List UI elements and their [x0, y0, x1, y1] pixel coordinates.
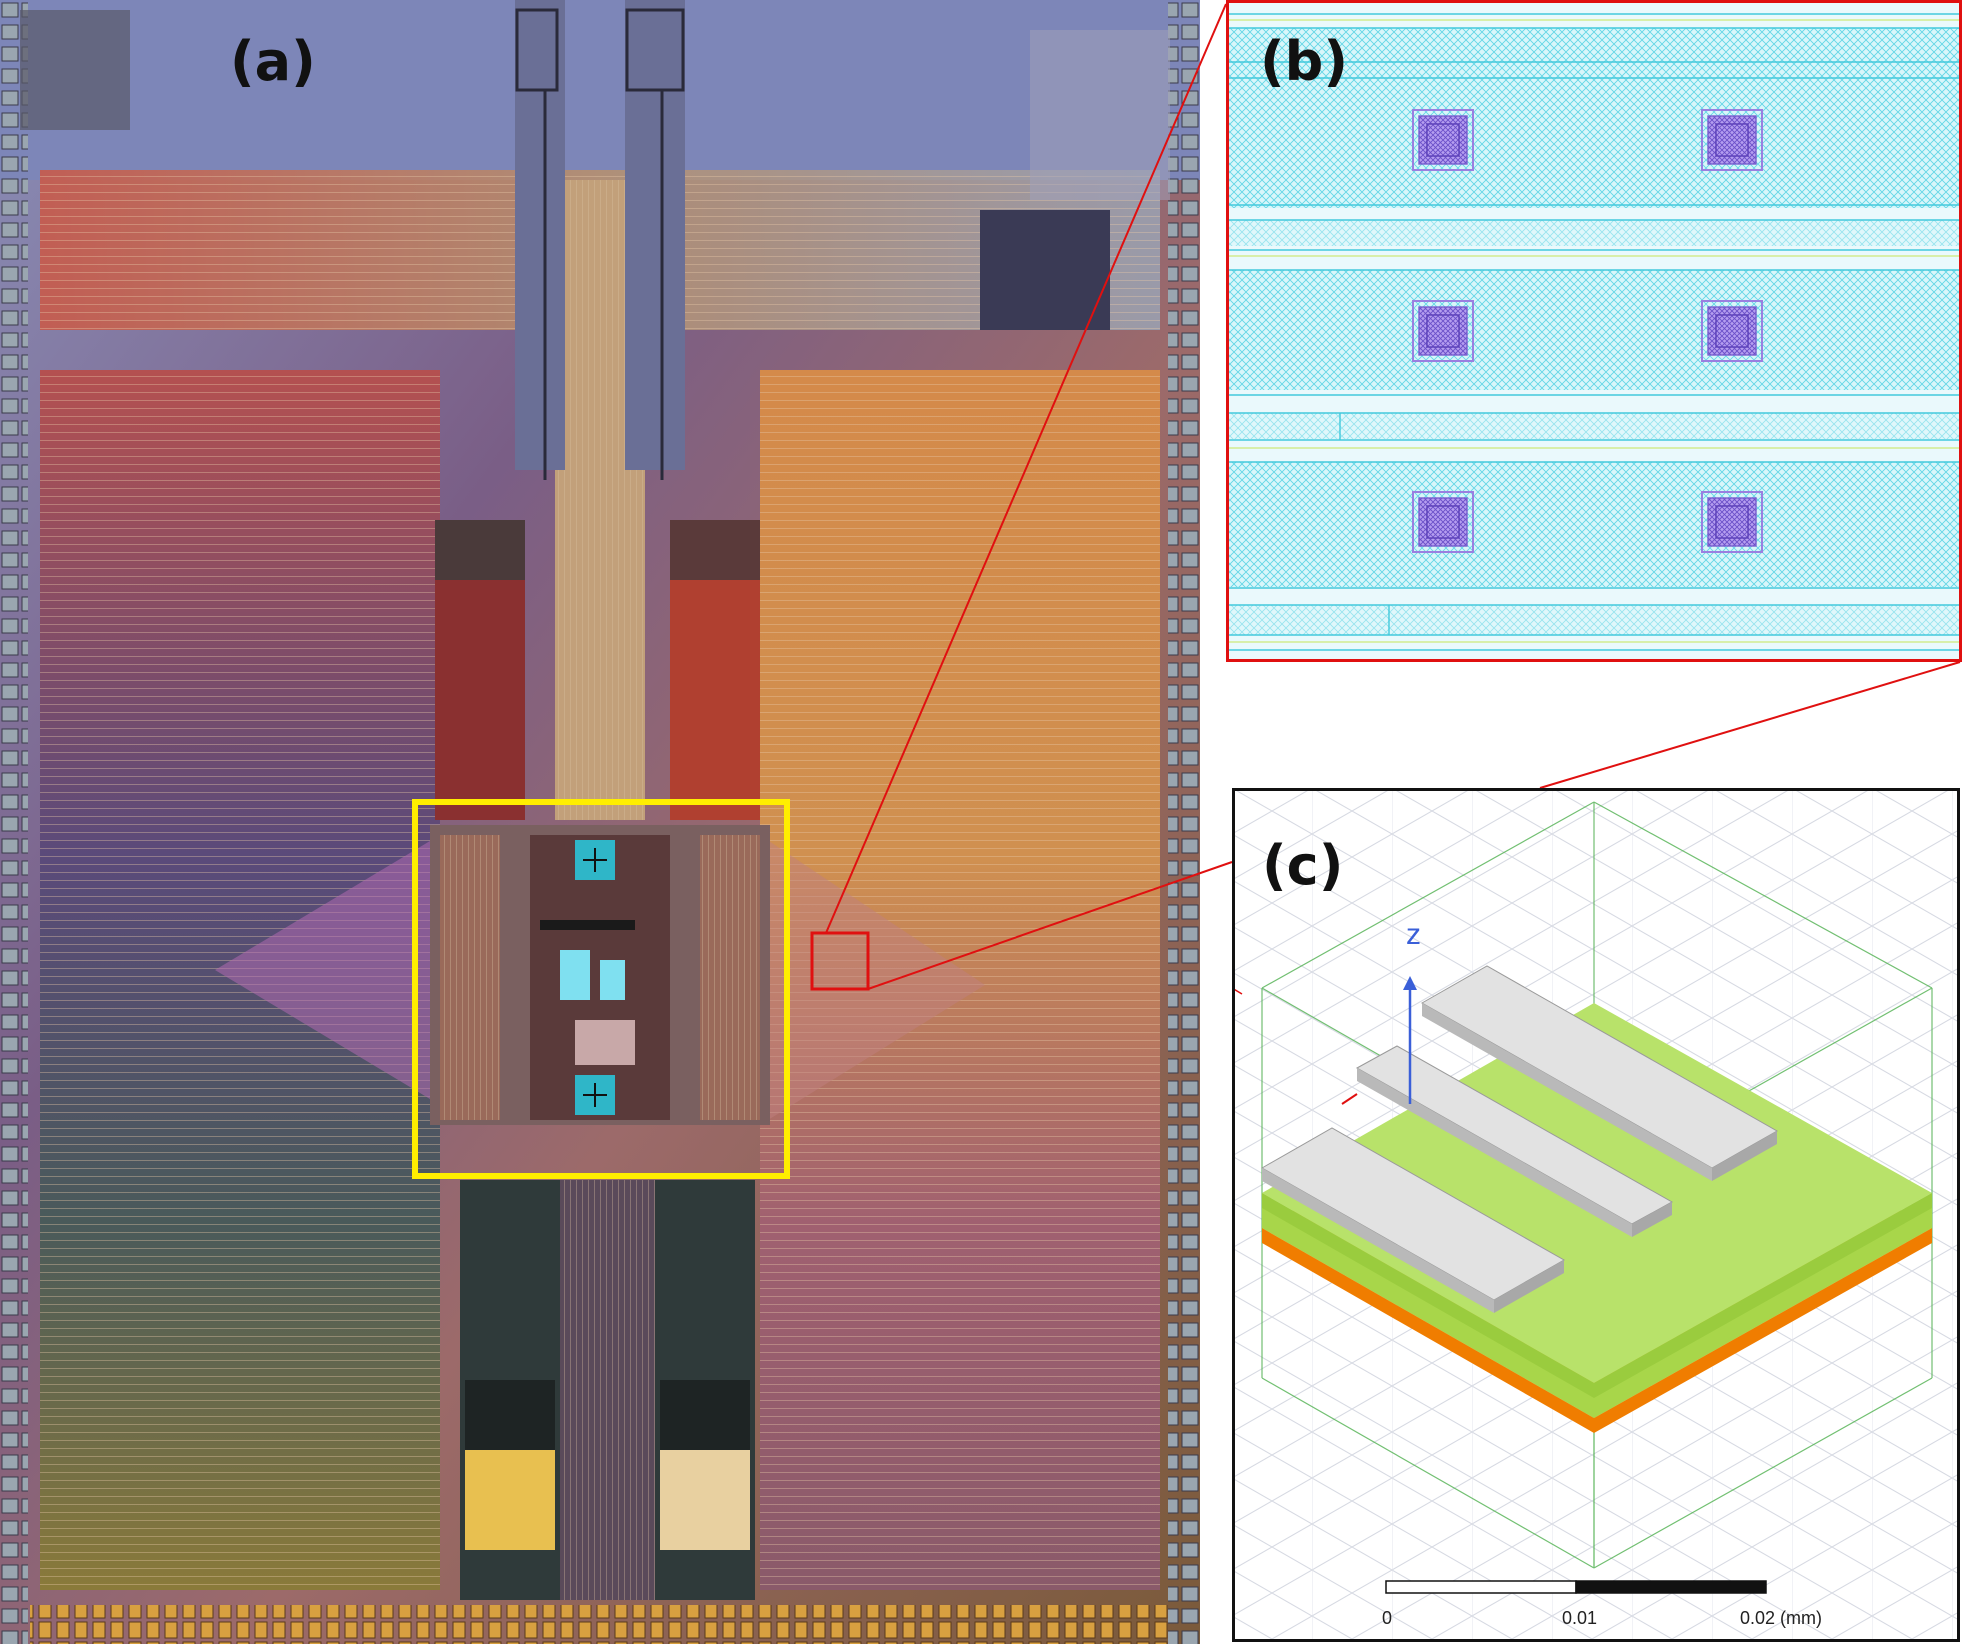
panel-c-3d-model: (c) z 0 0.01 0.02 (mm) — [1232, 788, 1960, 1642]
z-axis-label: z — [1406, 918, 1421, 951]
panel-a-die-photo: (a) — [0, 0, 1200, 1644]
via-array — [1412, 109, 1763, 553]
panel-label-b: (b) — [1260, 30, 1349, 93]
scalebar-tick-1: 0.01 — [1562, 1608, 1598, 1628]
layout-graphic — [1226, 0, 1962, 662]
scalebar-tick-2: 0.02 (mm) — [1740, 1608, 1823, 1628]
red-zoom-box — [810, 931, 870, 991]
scale-bar — [1385, 1580, 1767, 1594]
z-axis-arrow — [1403, 976, 1417, 1104]
yellow-highlight-box — [412, 799, 790, 1179]
panel-b-layout: (b) — [1226, 0, 1962, 662]
panel-label-a: (a) — [230, 30, 316, 93]
die-photo-graphic — [0, 0, 1200, 1644]
3d-model-graphic — [1232, 788, 1960, 1642]
scalebar-tick-0: 0 — [1382, 1608, 1393, 1628]
panel-label-c: (c) — [1262, 834, 1344, 897]
